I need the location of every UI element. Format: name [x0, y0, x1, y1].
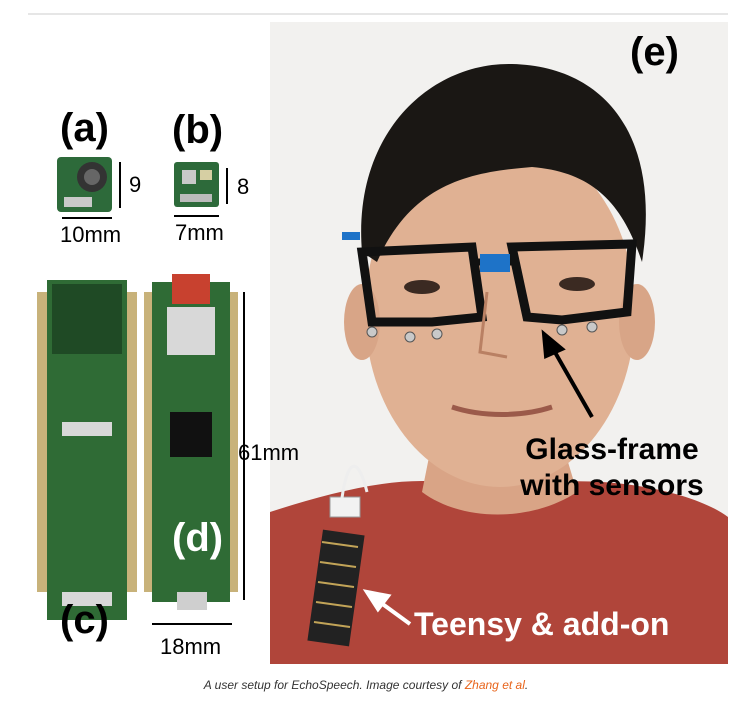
- blue-tape-left: [342, 232, 360, 240]
- dimension-a-height: 9: [129, 172, 142, 197]
- teensy-label: Teensy & add-on: [414, 606, 670, 642]
- nose: [478, 291, 508, 359]
- panel-label-d: (d): [172, 516, 224, 560]
- right-eye: [559, 277, 595, 291]
- panel-label-e: (e): [630, 30, 679, 74]
- glass-frame-label-line2: with sensors: [520, 469, 704, 502]
- sensor-a: [57, 157, 112, 212]
- echospeech-figure: (a) (b) (c) (d) (e) 9 10mm 8 7mm 61mm 18…: [32, 22, 728, 664]
- glass-frame-label-line1: Glass-frame: [525, 433, 699, 466]
- teensy-device: [307, 464, 369, 647]
- mouth: [451, 404, 553, 417]
- red-shirt: [270, 481, 728, 664]
- figure-caption: A user setup for EchoSpeech. Image court…: [0, 678, 732, 692]
- glass-frame-label: Glass-frame with sensors: [502, 432, 722, 504]
- blue-tape: [480, 254, 510, 272]
- caption-link[interactable]: Zhang et al: [464, 678, 525, 692]
- left-eye: [404, 280, 440, 294]
- caption-text: A user setup for EchoSpeech. Image court…: [203, 678, 462, 692]
- board-c: [37, 280, 137, 620]
- dimension-board-width: 18mm: [160, 634, 222, 659]
- caption-period: .: [524, 678, 529, 692]
- glass-frame-arrow: [541, 329, 594, 418]
- dimension-board-height: 61mm: [238, 440, 300, 465]
- dimension-b-width: 7mm: [175, 220, 224, 245]
- sensor-b: [174, 162, 219, 207]
- panel-label-a: (a): [60, 106, 109, 150]
- dimension-a-width: 10mm: [60, 222, 122, 247]
- teensy-arrow: [362, 589, 412, 626]
- board-d: [144, 274, 238, 610]
- dimension-arrows: [62, 162, 245, 625]
- hair: [361, 63, 646, 262]
- frame-sensors: [366, 321, 598, 343]
- dimension-b-height: 8: [237, 174, 250, 199]
- figure-illustration: [37, 22, 728, 664]
- top-divider: [28, 13, 728, 15]
- panel-label-b: (b): [172, 108, 224, 152]
- face: [365, 137, 635, 487]
- panel-label-c: (c): [60, 598, 109, 642]
